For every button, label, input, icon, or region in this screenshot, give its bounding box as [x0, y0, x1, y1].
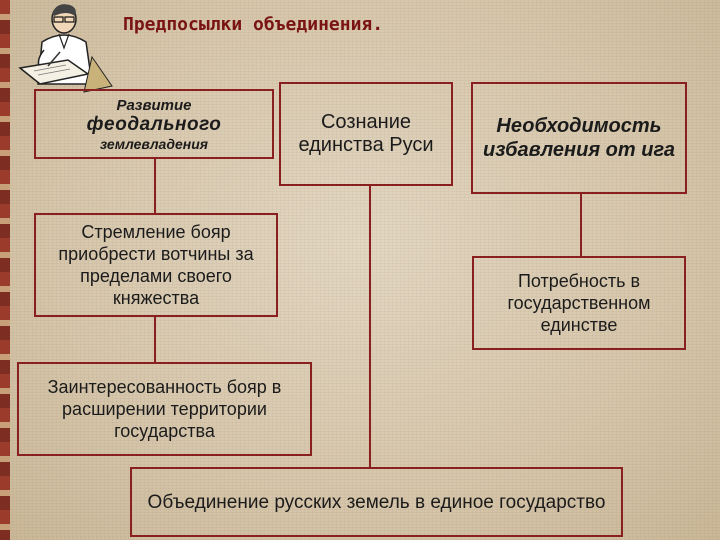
- page-title: Предпосылки объединения.: [123, 14, 384, 35]
- unity-text: Сознание единства Руси: [298, 111, 434, 156]
- box-unification-result: Объединение русских земель в единое госу…: [130, 467, 623, 537]
- box-state-unity-need: Потребность в государственном единстве: [472, 256, 686, 350]
- connector-yoke-need: [580, 194, 582, 256]
- feudal-line-1: Развитие: [116, 96, 192, 114]
- box-boyars-aspiration: Стремление бояр приобрести вотчины за пр…: [34, 213, 278, 317]
- box-unity-awareness: Сознание единства Руси: [279, 82, 453, 186]
- need-text: Потребность в государственном единстве: [507, 271, 651, 335]
- teacher-writing-icon: [18, 4, 113, 93]
- decorative-strip: [0, 0, 10, 540]
- yoke-text: Необходимость избавления от ига: [483, 115, 675, 161]
- box-feudal-landownership: Развитие феодального землевладения: [34, 89, 274, 159]
- union-text: Объединение русских земель в единое госу…: [147, 491, 606, 513]
- connector-unity-union: [369, 186, 371, 467]
- interest-text: Заинтересованность бояр в расширении тер…: [47, 377, 282, 441]
- connector-boyars-interest: [154, 317, 156, 362]
- connector-feudal-boyars: [154, 159, 156, 213]
- boyars-text: Стремление бояр приобрести вотчины за пр…: [58, 222, 254, 308]
- box-yoke-liberation: Необходимость избавления от ига: [471, 82, 687, 194]
- feudal-line-2: феодального: [86, 113, 222, 135]
- feudal-line-3: землевладения: [99, 135, 209, 152]
- box-boyars-interest: Заинтересованность бояр в расширении тер…: [17, 362, 312, 456]
